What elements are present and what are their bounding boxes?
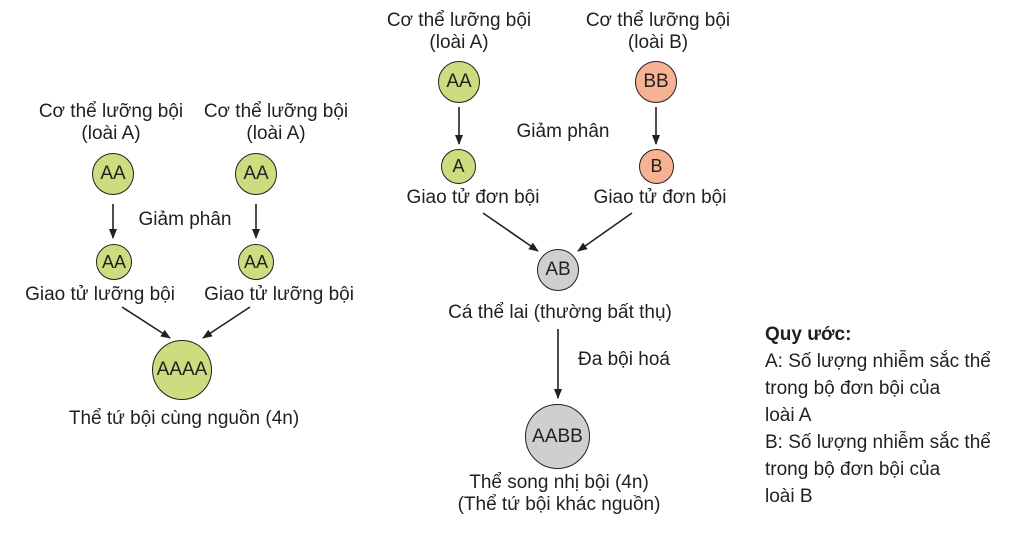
right-parent-a-label-line1: Cơ thể lưỡng bội bbox=[386, 10, 532, 31]
right-final-label: Thể song nhị bội (4n) (Thể tứ bội khác n… bbox=[458, 472, 661, 516]
right-final-label-line2: (Thể tứ bội khác nguồn) bbox=[457, 494, 661, 515]
arrow-gamete-left-1 bbox=[121, 306, 171, 339]
left-offspring-circle: AAAA bbox=[152, 340, 212, 400]
left-gamete-1-circle: AA bbox=[96, 244, 132, 280]
left-parent-1-label: Cơ thể lưỡng bội (loài A) bbox=[39, 101, 183, 145]
left-offspring-label: Thể tứ bội cùng nguồn (4n) bbox=[68, 408, 300, 429]
arrow-gamete-left-2 bbox=[202, 306, 251, 339]
left-parent-2-label-line2: (loài A) bbox=[246, 123, 306, 144]
legend-item-a: A: Số lượng nhiễm sắc thể trong bộ đơn b… bbox=[765, 348, 991, 429]
left-parent-1-label-line1: Cơ thể lưỡng bội bbox=[38, 101, 184, 122]
right-parent-b-label-line2: (loài B) bbox=[627, 32, 689, 53]
legend-b-line2: trong bộ đơn bội của bbox=[765, 459, 941, 480]
left-parent-2-circle: AA bbox=[235, 153, 277, 195]
right-parent-a-label-line2: (loài A) bbox=[429, 32, 489, 53]
right-meiosis-label: Giảm phân bbox=[516, 121, 610, 142]
legend-b-line1: B: Số lượng nhiễm sắc thể bbox=[765, 432, 991, 453]
right-final-circle: AABB bbox=[525, 404, 590, 469]
right-hybrid-label: Cá thể lai (thường bất thụ) bbox=[448, 302, 672, 323]
left-gamete-2-circle: AA bbox=[238, 244, 274, 280]
legend-a-line2: trong bộ đơn bội của bbox=[765, 378, 941, 399]
legend-item-b: B: Số lượng nhiễm sắc thể trong bộ đơn b… bbox=[765, 429, 991, 510]
right-polyploidy-label: Đa bội hoá bbox=[578, 349, 670, 370]
right-parent-b-label: Cơ thể lưỡng bội (loài B) bbox=[586, 10, 730, 54]
right-gamete-a-label: Giao tử đơn bội bbox=[406, 187, 540, 208]
left-parent-1-label-line2: (loài A) bbox=[81, 123, 141, 144]
left-meiosis-label: Giảm phân bbox=[138, 209, 232, 230]
legend: Quy ước: A: Số lượng nhiễm sắc thể trong… bbox=[765, 321, 991, 510]
arrow-gamete-right-a bbox=[482, 212, 539, 252]
right-gamete-b-circle: B bbox=[639, 149, 674, 184]
left-parent-1-circle: AA bbox=[92, 153, 134, 195]
right-parent-b-label-line1: Cơ thể lưỡng bội bbox=[585, 10, 731, 31]
right-final-label-line1: Thể song nhị bội (4n) bbox=[469, 472, 649, 493]
left-gamete-1-label: Giao tử lưỡng bội bbox=[25, 284, 175, 305]
left-parent-2-label: Cơ thể lưỡng bội (loài A) bbox=[204, 101, 348, 145]
right-hybrid-circle: AB bbox=[537, 249, 579, 291]
legend-b-line3: loài B bbox=[765, 486, 813, 507]
left-parent-2-label-line1: Cơ thể lưỡng bội bbox=[203, 101, 349, 122]
legend-a-line3: loài A bbox=[765, 405, 812, 426]
right-gamete-b-label: Giao tử đơn bội bbox=[593, 187, 727, 208]
right-parent-a-label: Cơ thể lưỡng bội (loài A) bbox=[387, 10, 531, 54]
legend-title: Quy ước: bbox=[765, 324, 852, 345]
right-gamete-a-circle: A bbox=[441, 149, 476, 184]
arrow-gamete-right-b bbox=[577, 212, 633, 252]
left-gamete-2-label: Giao tử lưỡng bội bbox=[204, 284, 354, 305]
right-parent-a-circle: AA bbox=[438, 61, 480, 103]
legend-a-line1: A: Số lượng nhiễm sắc thể bbox=[765, 351, 991, 372]
right-parent-b-circle: BB bbox=[635, 61, 677, 103]
